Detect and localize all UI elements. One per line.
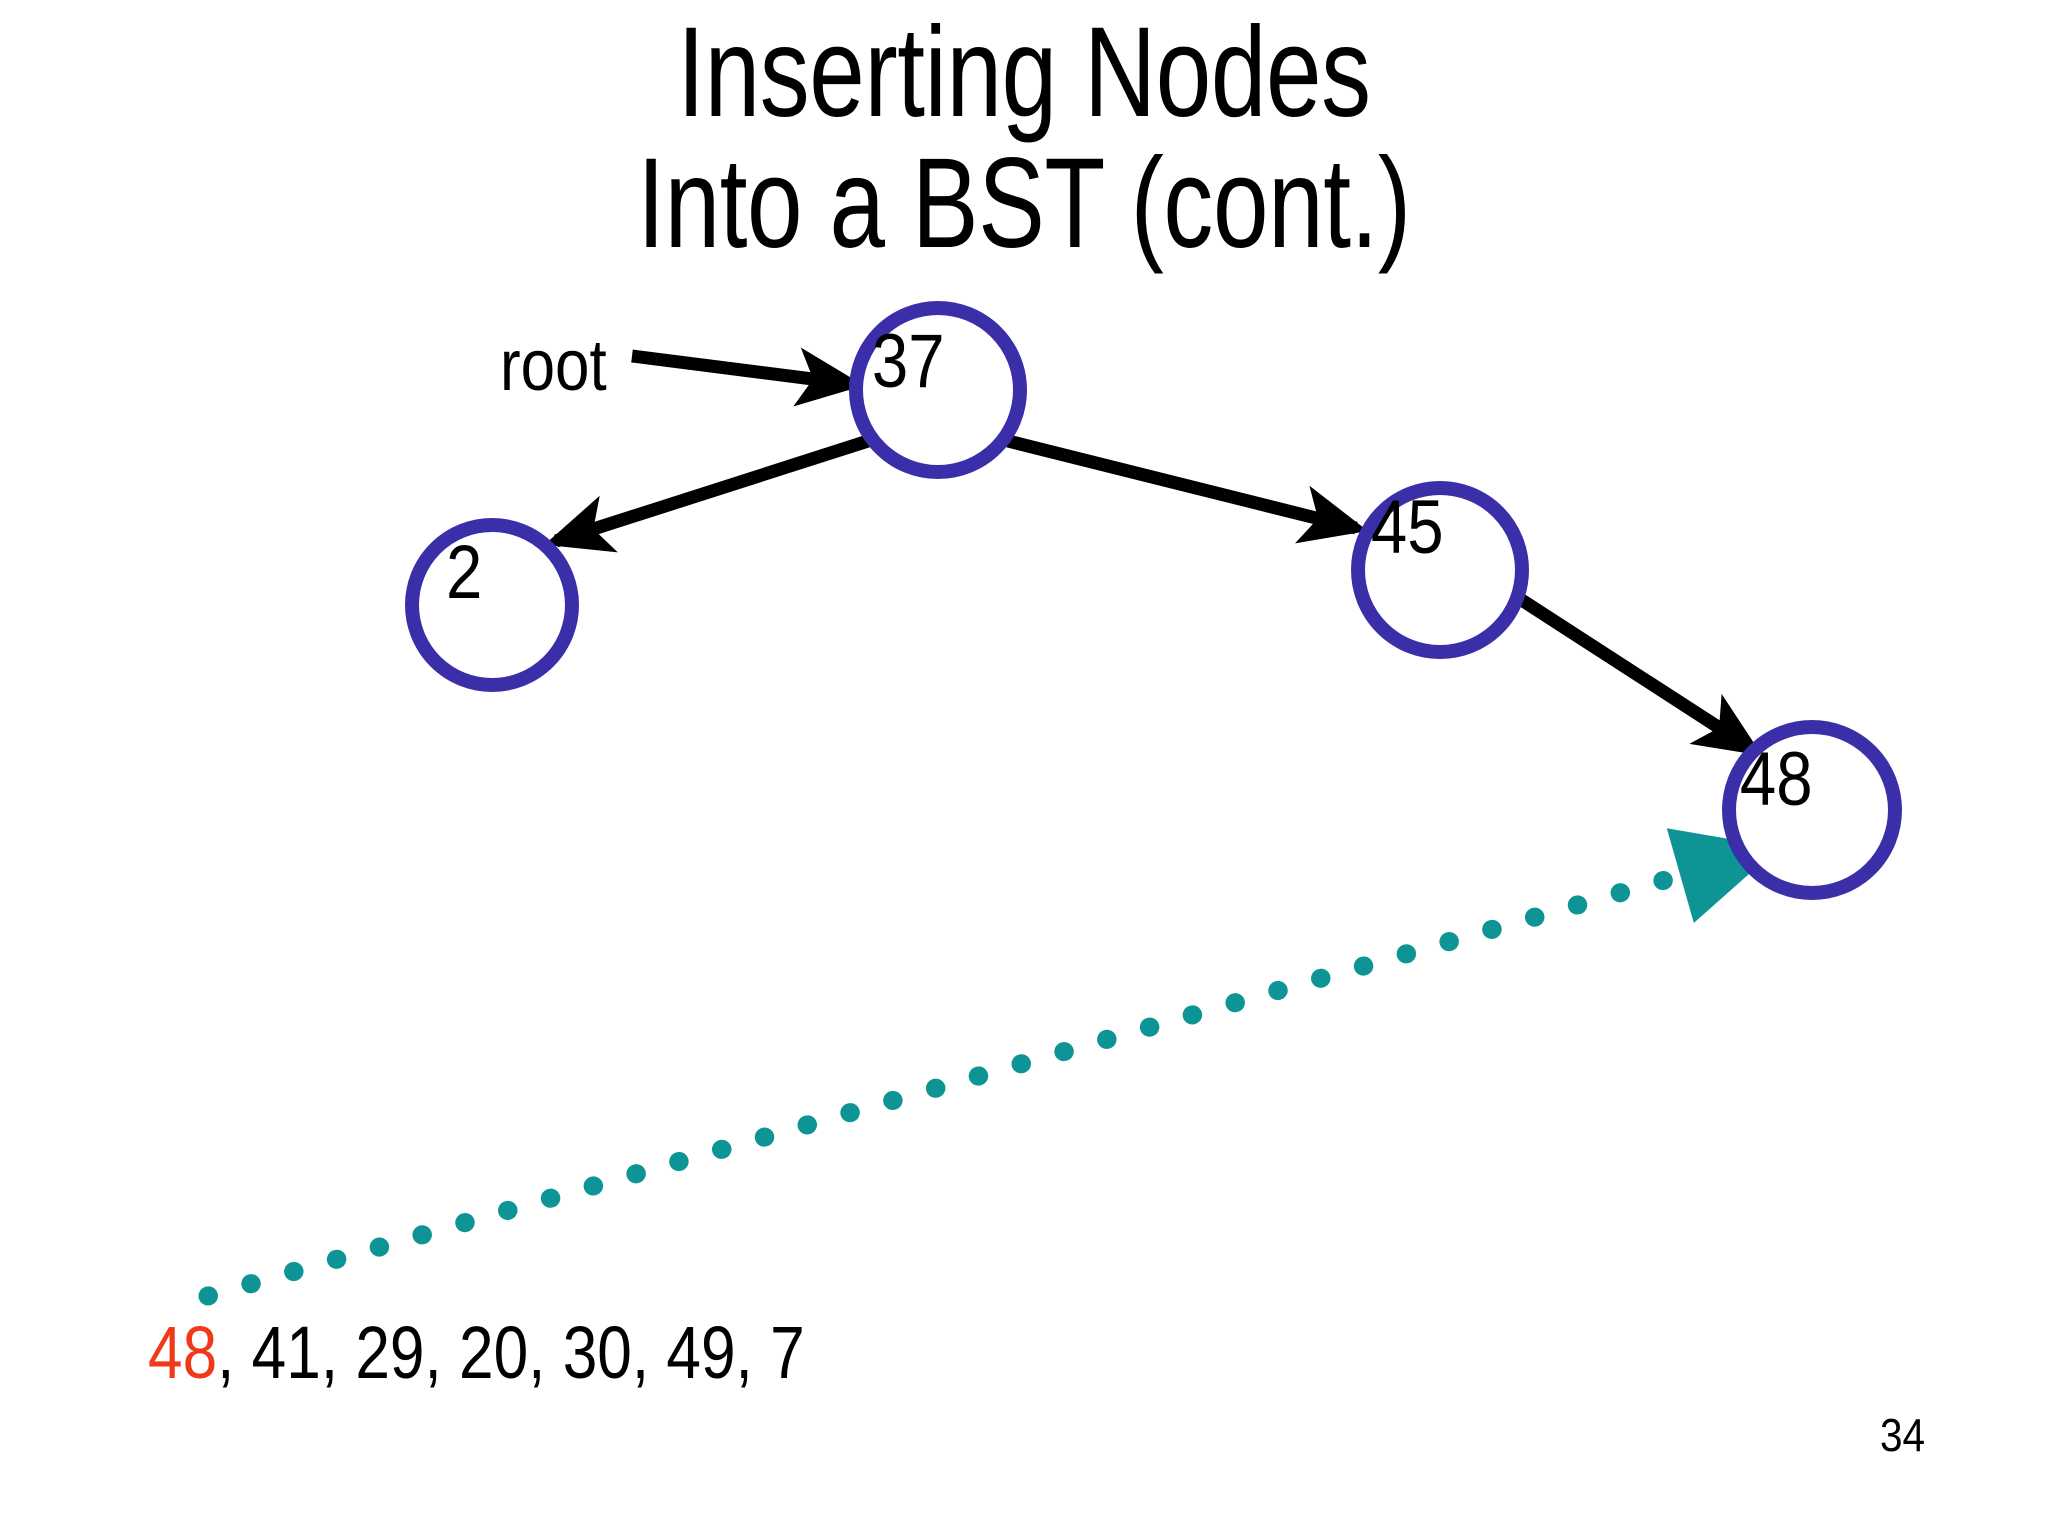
tree-edge-n37-to-n45 xyxy=(1006,434,1368,544)
tree-node-circle-48[interactable] xyxy=(1722,720,1902,900)
tree-node-label-2: 2 xyxy=(445,530,483,615)
tree-node-label-48: 48 xyxy=(1739,737,1813,822)
insertion-sequence-remaining: , 41, 29, 20, 30, 49, 7 xyxy=(217,1311,805,1394)
title-line-2: Into a BST (cont.) xyxy=(637,131,1411,275)
tree-node-label-45: 45 xyxy=(1370,485,1444,570)
tree-node-circle-45[interactable] xyxy=(1351,481,1529,659)
tree-edge-root-caption-to-n37 xyxy=(631,347,865,407)
insertion-sequence-current: 48 xyxy=(148,1311,218,1394)
root-label: root xyxy=(500,326,607,406)
tree-edge-n37-to-n2 xyxy=(544,434,870,553)
tree-node-circle-2[interactable] xyxy=(405,518,579,692)
tree-edge-n45-to-n48 xyxy=(1513,591,1763,756)
title-line-1: Inserting Nodes xyxy=(677,1,1371,144)
page-number: 34 xyxy=(1880,1409,1926,1461)
page-title: Inserting Nodes Into a BST (cont.) xyxy=(225,1,1822,275)
tree-node-circles xyxy=(405,301,1902,900)
tree-edges xyxy=(544,347,1763,756)
insertion-pointer-arrow xyxy=(198,828,1779,1306)
tree-node-circle-37[interactable] xyxy=(849,301,1027,479)
tree-node-label-37: 37 xyxy=(871,319,945,404)
insertion-sequence: 48, 41, 29, 20, 30, 49, 7 xyxy=(148,1316,805,1390)
